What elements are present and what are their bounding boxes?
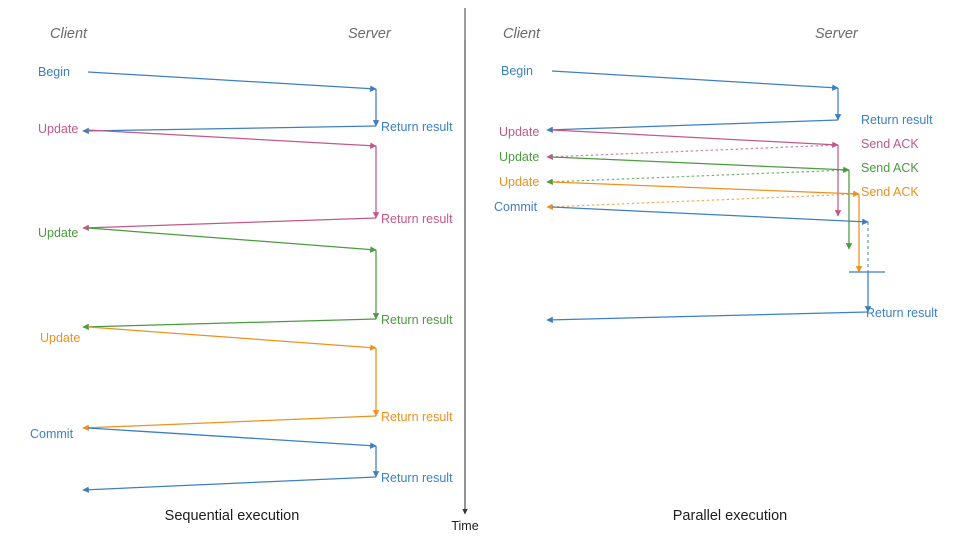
message-request-begin (551, 70, 839, 91)
lane-title-server: Server (348, 26, 392, 42)
label-request-commit: Commit (30, 427, 74, 441)
message-request-update-pink (551, 129, 839, 148)
label-response-begin: Return result (861, 113, 933, 127)
label-request-update-2: Update (38, 226, 78, 240)
lane-title-client: Client (50, 26, 88, 42)
message-request-commit (551, 206, 869, 225)
message-request-begin (87, 71, 377, 92)
message-request-update-orange (551, 181, 860, 198)
label-response-commit: Return result (866, 306, 938, 320)
caption-sequential: Sequential execution (165, 508, 300, 524)
message-response-update-3 (82, 415, 377, 432)
label-request-commit: Commit (494, 200, 538, 214)
time-axis-label: Time (451, 519, 478, 533)
message-request-update-1 (87, 129, 377, 149)
lane-title-client-parallel: Client (503, 26, 541, 42)
message-response-commit (82, 476, 377, 493)
message-ack-update-pink (546, 144, 839, 161)
message-response-commit (546, 311, 869, 324)
label-request-update-orange: Update (499, 175, 539, 189)
lane-title-server-parallel: Server (815, 26, 859, 42)
time-axis-group: Time (451, 8, 479, 533)
label-ack-update-pink: Send ACK (861, 137, 919, 151)
message-response-begin (82, 125, 377, 135)
label-request-update-1: Update (38, 122, 78, 136)
label-request-update-3: Update (40, 331, 80, 345)
message-response-update-2 (82, 318, 377, 331)
label-request-update-green: Update (499, 150, 539, 164)
label-ack-update-orange: Send ACK (861, 185, 919, 199)
message-request-update-3 (87, 326, 377, 351)
message-response-update-1 (82, 217, 377, 232)
label-request-update-pink: Update (499, 125, 539, 139)
message-ack-update-green (546, 169, 850, 186)
label-response-commit: Return result (381, 471, 453, 485)
label-request-begin: Begin (501, 64, 533, 78)
message-request-update-2 (87, 227, 377, 253)
message-request-commit (87, 427, 377, 449)
label-response-begin: Return result (381, 120, 453, 134)
label-response-update-2: Return result (381, 313, 453, 327)
caption-parallel: Parallel execution (673, 508, 787, 524)
message-ack-update-orange (546, 193, 860, 211)
message-request-update-green (551, 156, 850, 173)
label-response-update-1: Return result (381, 212, 453, 226)
label-request-begin: Begin (38, 65, 70, 79)
label-response-update-3: Return result (381, 410, 453, 424)
label-ack-update-green: Send ACK (861, 161, 919, 175)
message-response-begin (546, 119, 839, 134)
